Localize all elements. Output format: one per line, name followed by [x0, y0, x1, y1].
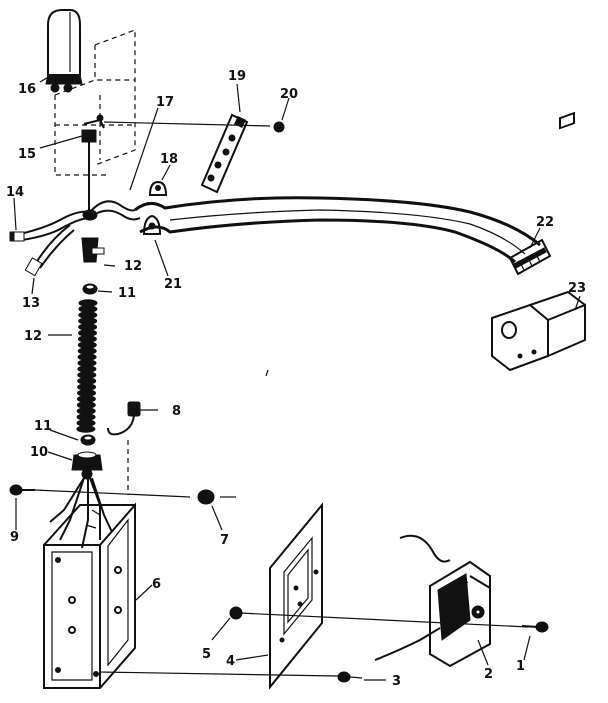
callout-12-upper: 12: [124, 259, 142, 274]
callout-9: 9: [10, 530, 19, 545]
part-14-connector: [9, 231, 25, 242]
callout-15: 15: [18, 147, 36, 162]
callout-14: 14: [6, 185, 24, 200]
part-11-lower-ring: [80, 434, 96, 446]
part-2-transformer: [374, 534, 491, 668]
callout-20: 20: [280, 87, 298, 102]
callout-23: 23: [568, 281, 586, 296]
callout-11-lower: 11: [34, 419, 52, 434]
part-7-nut: [197, 489, 215, 505]
leader-box-3: [99, 671, 339, 677]
leader-5-1: [239, 612, 529, 628]
callout-7: 7: [220, 533, 229, 548]
part-12-spring: [76, 299, 98, 433]
callout-12-spring: 12: [24, 329, 42, 344]
part-20-screw: [273, 121, 285, 133]
callout-leaders: [13, 75, 581, 681]
callout-3: 3: [392, 674, 401, 689]
callout-6: 6: [152, 577, 161, 592]
part-13-connector: [24, 257, 43, 277]
part-19-terminal-strip: [200, 113, 249, 194]
part-1-screw: [521, 621, 549, 633]
callout-19: 19: [228, 69, 246, 84]
callout-11-upper: 11: [118, 286, 136, 301]
callout-18: 18: [160, 152, 178, 167]
callout-4: 4: [226, 654, 235, 669]
part-18-grommet: [148, 180, 168, 196]
part-15-bracket: [81, 114, 105, 143]
wire-harness: [19, 196, 541, 269]
box-wire-bundle: [49, 477, 113, 549]
callout-10: 10: [30, 445, 48, 460]
part-11-upper-ring: [82, 283, 98, 295]
part-6-box: [43, 502, 136, 689]
part-5-nut: [229, 606, 243, 620]
part-8-plug: [107, 401, 141, 436]
part-3-screw: [337, 671, 363, 683]
callout-16: 16: [18, 82, 36, 97]
part-16-cap: [45, 9, 83, 93]
part-4-plate: [269, 502, 323, 690]
callout-22: 22: [536, 215, 554, 230]
part-9-screw: [9, 484, 35, 496]
callout-17: 17: [156, 95, 174, 110]
callout-8: 8: [172, 404, 181, 419]
callout-1: 1: [516, 659, 525, 674]
ghost-housing-outline: [54, 29, 136, 176]
callout-21: 21: [164, 277, 182, 292]
part-23-bracket: [491, 111, 586, 372]
spring-coil: [76, 425, 96, 433]
part-10-nut: [71, 451, 103, 480]
leader-9-7: [34, 489, 191, 498]
part-12-upper-bushing: [81, 237, 105, 263]
callout-13: 13: [22, 296, 40, 311]
part-21-grommet: [142, 214, 162, 235]
stray-mark: [265, 369, 269, 377]
callout-2: 2: [484, 667, 493, 682]
callout-5: 5: [202, 647, 211, 662]
part-22-plug: [508, 238, 552, 276]
